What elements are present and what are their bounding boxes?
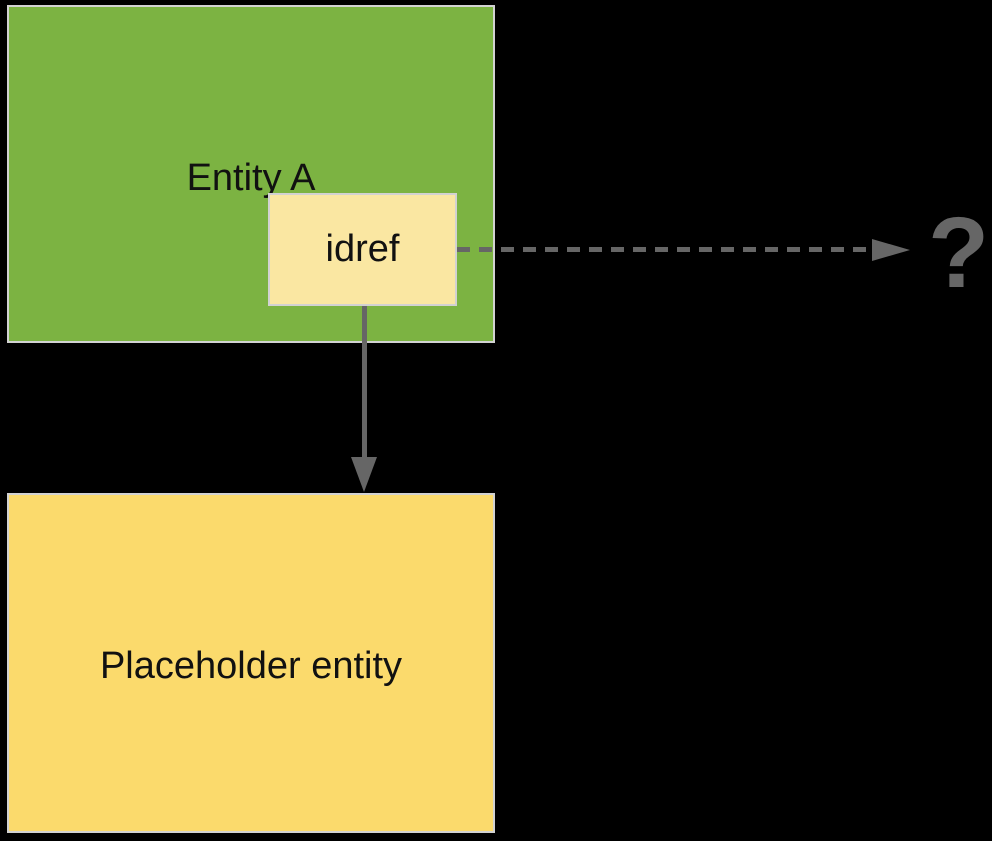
entity-a-box: Entity A bbox=[7, 5, 495, 343]
solid-arrow-line bbox=[362, 306, 367, 460]
placeholder-entity-box: Placeholder entity bbox=[7, 493, 495, 833]
idref-label: idref bbox=[325, 228, 400, 270]
idref-box: idref bbox=[268, 193, 457, 306]
entity-a-label: Entity A bbox=[186, 156, 316, 199]
solid-arrow-head-icon bbox=[351, 457, 377, 492]
unknown-target-question-mark: ? bbox=[928, 197, 990, 309]
placeholder-entity-label: Placeholder entity bbox=[99, 644, 403, 687]
dashed-arrow-line bbox=[457, 247, 872, 252]
dashed-arrow-head-icon bbox=[872, 239, 910, 261]
